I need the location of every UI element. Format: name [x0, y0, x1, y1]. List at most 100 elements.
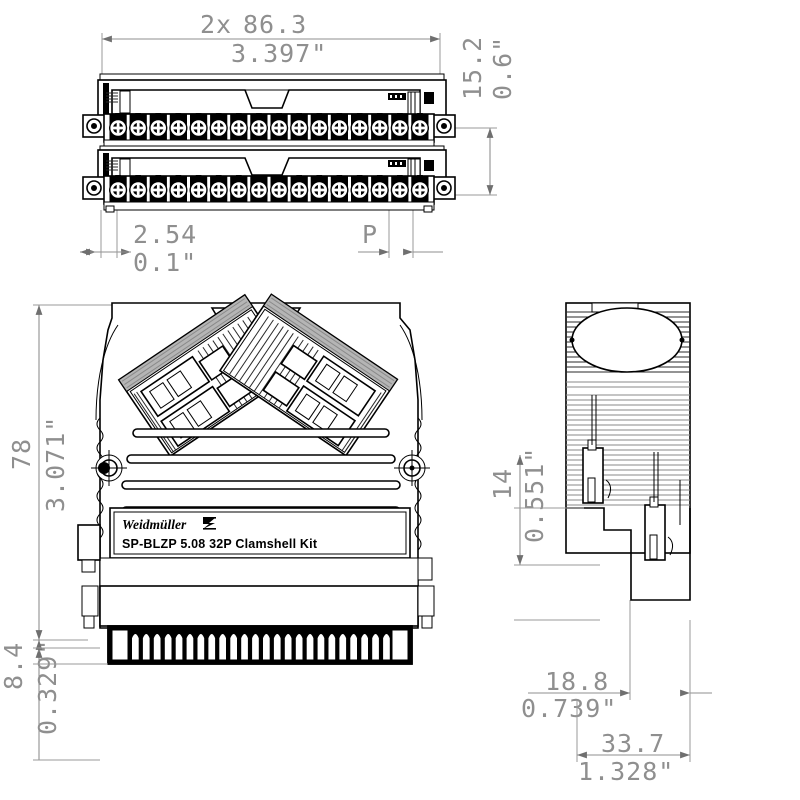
pin-position: [270, 175, 289, 204]
pin-position: [129, 175, 148, 204]
pitch-dimension: P: [358, 210, 443, 258]
comb-slot: [283, 633, 293, 661]
comb-slot: [338, 633, 348, 661]
comb-slot: [185, 633, 195, 661]
comb-slot: [141, 633, 151, 661]
pin-position: [390, 113, 409, 142]
comb-slot: [360, 633, 369, 661]
body-height-imperial: 3.071": [41, 416, 70, 512]
body-height-metric: 78: [7, 438, 36, 470]
body-height-dimension: 78 3.071": [7, 304, 112, 641]
comb-slot: [174, 633, 184, 661]
side-view: [514, 302, 691, 601]
top-height-metric: 15.2: [458, 36, 487, 100]
pin-position: [189, 113, 208, 142]
pin-position: [290, 113, 309, 142]
pin-position: [270, 113, 289, 142]
pin-position: [189, 175, 208, 204]
pitch-label: P: [362, 220, 378, 249]
pin-position: [209, 113, 228, 142]
comb-slot: [229, 633, 238, 661]
comb-slot: [316, 633, 326, 661]
comb-slot: [207, 633, 217, 661]
side-depth-dimension: 33.7 1.328": [576, 700, 691, 786]
weidmueller-logo: [203, 517, 216, 530]
pin-position: [209, 175, 228, 204]
side-contact-2: [644, 452, 674, 561]
comb-slot: [240, 633, 249, 661]
side-contact-height-dimension: 14 0.551": [488, 447, 600, 621]
comb-slot: [349, 633, 358, 661]
pin-position: [330, 175, 349, 204]
side-depth-metric: 33.7: [601, 729, 665, 758]
top-view: [82, 73, 456, 213]
bottom-contact-comb: [107, 625, 413, 665]
pin-position: [149, 113, 168, 142]
top-height-imperial: 0.6": [488, 36, 517, 100]
side-offset-metric: 18.8: [545, 667, 609, 696]
comb-slot: [327, 633, 337, 661]
brand-name: Weidmüller: [122, 517, 187, 532]
side-depth-imperial: 1.328": [578, 757, 674, 786]
comb-slot: [305, 633, 315, 661]
bottom-height-metric: 8.4: [0, 642, 28, 690]
top-view-row-2: [82, 145, 456, 213]
pin-position: [410, 175, 429, 204]
comb-slot: [294, 633, 304, 661]
pin-offset-dimension: 2.54 0.1": [80, 210, 197, 277]
comb-slot: [196, 633, 206, 661]
comb-slot: [218, 633, 227, 661]
top-row1-pins: [108, 113, 429, 142]
pin-position: [169, 113, 188, 142]
comb-slot: [382, 633, 391, 661]
side-contact-1: [582, 395, 612, 504]
pin-position: [350, 113, 369, 142]
pin-position: [370, 113, 389, 142]
pin-position: [390, 175, 409, 204]
overall-width-imperial: 3.397": [231, 39, 327, 68]
top-view-row-1: [82, 73, 456, 147]
pin-position: [310, 175, 329, 204]
right-latch-tab: [417, 557, 435, 629]
comb-slot: [371, 633, 380, 661]
side-contact-height-imperial: 0.551": [520, 447, 549, 543]
comb-slot: [131, 633, 140, 661]
top-row2-pins: [108, 175, 429, 204]
pin-position: [169, 175, 188, 204]
pin-offset-metric: 2.54: [133, 220, 197, 249]
product-label-plate: Weidmüller SP-BLZP 5.08 32P Clamshell Ki…: [109, 507, 411, 559]
comb-slot: [272, 633, 282, 661]
pin-position: [410, 113, 429, 142]
pin-position: [108, 175, 128, 204]
pin-position: [229, 175, 248, 204]
side-offset-dimension: 18.8 0.739": [521, 600, 712, 723]
overall-width-metric: 2x: [200, 10, 232, 39]
part-description: SP-BLZP 5.08 32P Clamshell Kit: [122, 537, 318, 551]
left-screw-target: [91, 450, 127, 486]
top-row2-left-hatch: [106, 160, 118, 171]
right-screw-target: [394, 450, 430, 486]
top-row1-marking: [388, 93, 406, 100]
comb-slot: [262, 633, 271, 661]
pin-position: [290, 175, 309, 204]
pin-position: [249, 175, 268, 204]
pin-position: [149, 175, 168, 204]
top-row1-left-hatch: [106, 92, 118, 103]
pin-offset-imperial: 0.1": [133, 248, 197, 277]
front-view: Weidmüller SP-BLZP 5.08 32P Clamshell Ki…: [33, 293, 435, 665]
bottom-height-imperial: 0.329": [33, 639, 62, 735]
pin-position: [249, 113, 268, 142]
pin-position: [310, 113, 329, 142]
comb-slot: [152, 633, 162, 661]
pin-position: [350, 175, 369, 204]
comb-slot: [163, 633, 173, 661]
pin-position: [129, 113, 148, 142]
pin-position: [229, 113, 248, 142]
side-contact-height-metric: 14: [488, 468, 517, 500]
comb-slot: [251, 633, 260, 661]
overall-width-value: 86.3: [243, 10, 307, 39]
pin-position: [370, 175, 389, 204]
cable-opening-oval: [569, 307, 685, 373]
left-latch-tab: [77, 524, 101, 629]
